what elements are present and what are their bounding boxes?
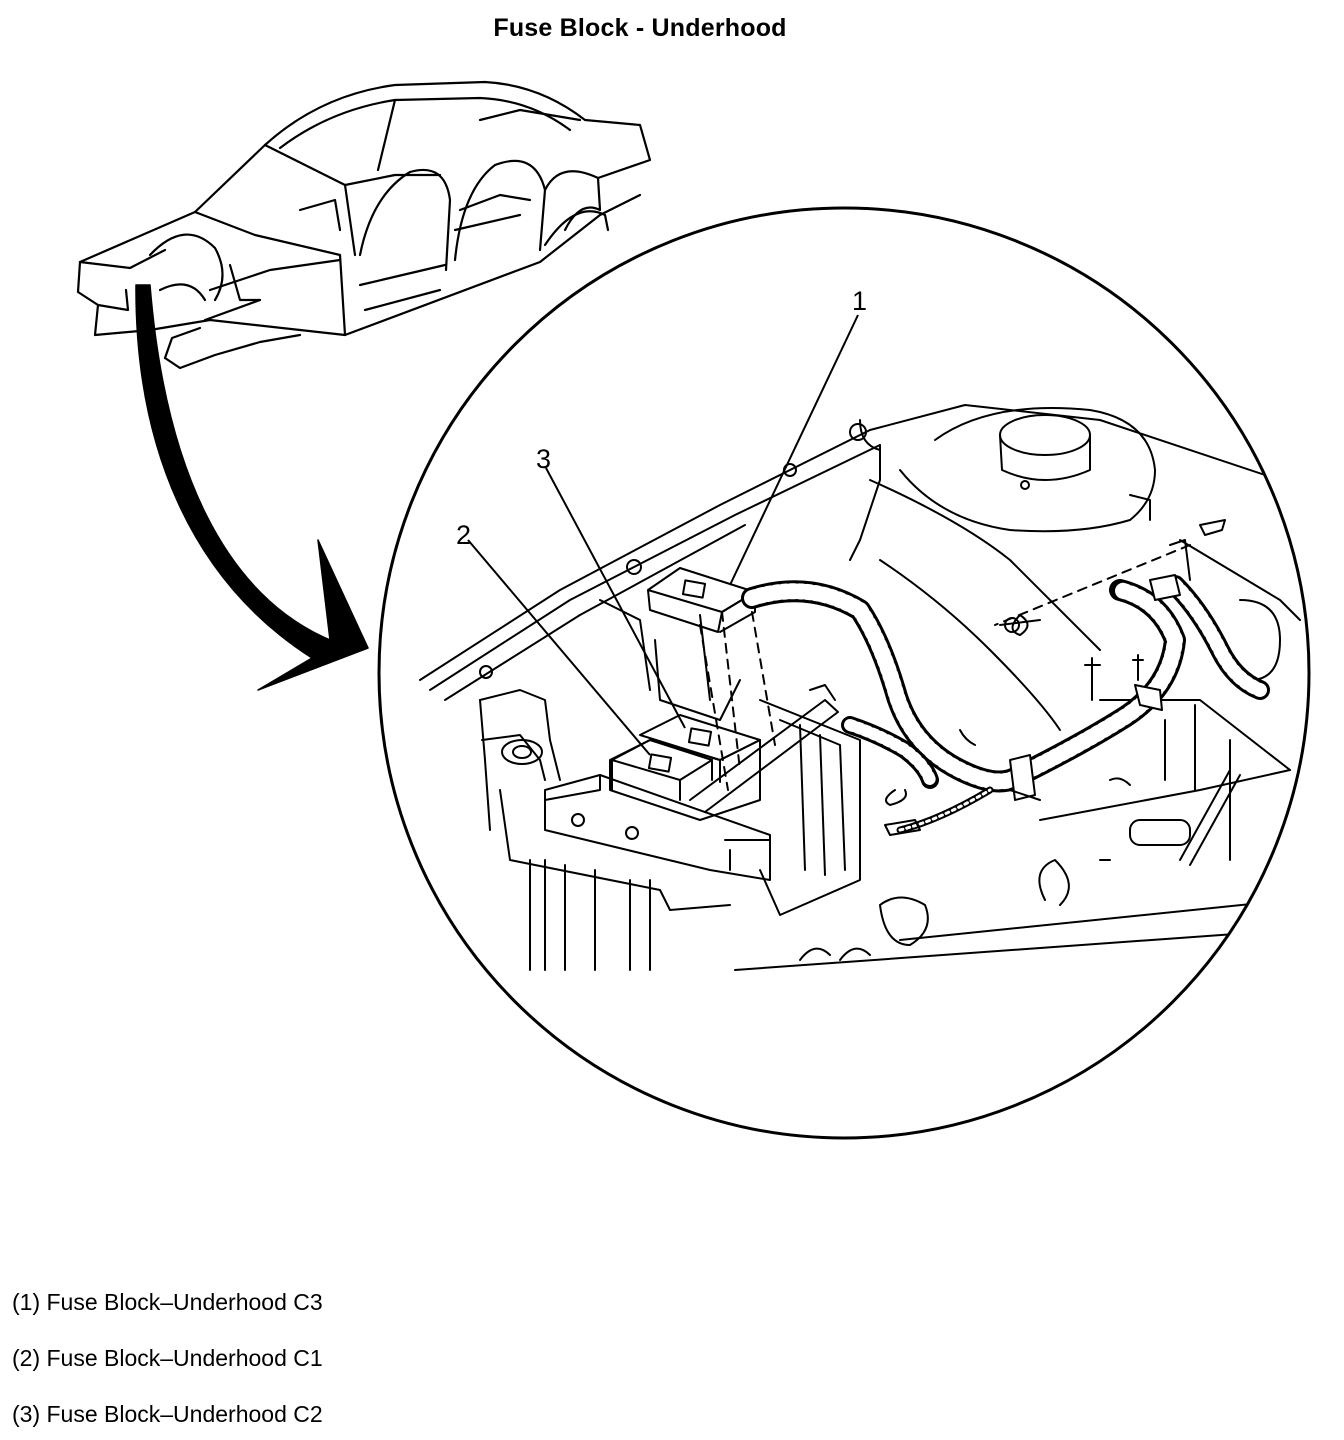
callout-2: 2 [456, 520, 471, 550]
callout-leaders [468, 315, 858, 755]
callout-3: 3 [536, 444, 551, 474]
engine-bay-detail [420, 405, 1300, 970]
detail-circle [379, 208, 1309, 1138]
legend-item-3: (3) Fuse Block–Underhood C2 [12, 1401, 323, 1427]
legend-item-1: (1) Fuse Block–Underhood C3 [12, 1289, 323, 1315]
pointer-arrow [136, 285, 368, 690]
callout-1: 1 [852, 286, 867, 316]
vehicle-body-illustration [78, 82, 650, 368]
legend-item-2: (2) Fuse Block–Underhood C1 [12, 1345, 323, 1371]
page-title: Fuse Block - Underhood [493, 14, 787, 42]
